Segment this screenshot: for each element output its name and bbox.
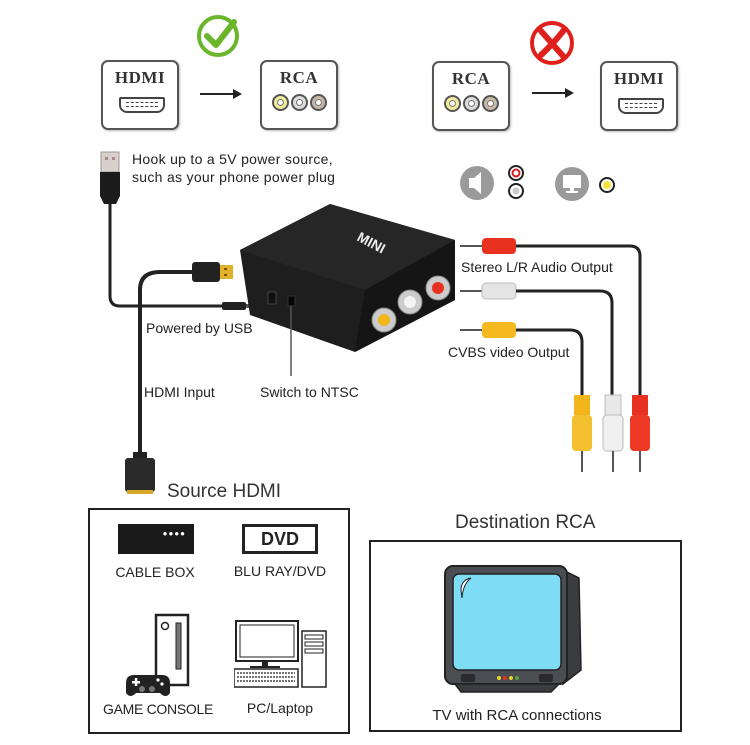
crt-tv-icon [444,565,582,693]
hdmi-port-icon [618,98,664,114]
red-rca-cable [460,238,642,400]
cvbs-output-label: CVBS video Output [448,344,570,360]
hdmi-plug-bottom [125,452,155,494]
rca-label: RCA [279,68,319,87]
stereo-output-label: Stereo L/R Audio Output [461,259,613,275]
yellow-rca-plug [572,395,592,472]
device-label: BLU RAY/DVD [233,563,327,579]
hdmi-target-card: HDMI [600,61,678,131]
arrow-right-icon [532,88,574,98]
destination-box: TV with RCA connections [369,540,682,732]
video-rca-jack-icon [599,177,615,193]
hdmi-plug-top [192,262,233,282]
speaker-icon [460,166,494,200]
hdmi-input-label: HDMI Input [144,384,215,400]
rca-target-card: RCA [260,60,338,130]
powered-by-usb-label: Powered by USB [146,320,253,336]
rca-jacks-icon [442,95,502,112]
rca-label: RCA [451,69,491,88]
usb-barrel-plug [222,302,246,310]
destination-title: Destination RCA [455,512,596,533]
x-circle-icon [530,21,574,65]
switch-ntsc-label: Switch to NTSC [260,384,359,400]
usb-power-port [267,291,277,305]
usb-cable [108,204,222,308]
ntsc-pal-switch [287,295,296,307]
cable-box-icon: ●●●● [118,524,194,554]
source-devices-box: ●●●● CABLE BOX DVD BLU RAY/DVD GAME CONS… [88,508,350,734]
power-note: Hook up to a 5V power source, such as yo… [132,150,335,186]
cable-diagram: MINI [100,151,650,494]
red-rca-plug [630,395,650,472]
hdmi-cable [138,270,192,460]
device-label: CABLE BOX [115,564,195,580]
power-note-line1: Hook up to a 5V power source, [132,151,333,167]
power-note-line2: such as your phone power plug [132,169,336,185]
white-rca-plug [602,394,624,472]
arrow-right-icon [200,89,242,99]
rca-source-card: RCA [432,61,510,131]
monitor-icon [555,167,589,201]
hdmi-label: HDMI [613,69,665,88]
white-rca-cable [460,282,614,400]
usb-plug-icon [100,151,120,204]
game-console-icon [126,613,190,696]
audio-rca-jacks-icon [508,165,524,199]
device-label: PC/Laptop [246,700,314,716]
hdmi-source-card: HDMI [101,60,179,130]
hdmi-port-icon [119,97,165,113]
pc-icon [234,620,327,688]
mini-converter-device: MINI [240,204,455,352]
dvd-icon: DVD [242,524,318,554]
rca-jacks-icon [270,94,330,111]
device-label: GAME CONSOLE [103,701,213,717]
yellow-rca-cable [460,322,584,400]
check-circle-icon [197,15,239,57]
source-title: Source HDMI [167,481,282,502]
tv-caption: TV with RCA connections [432,707,602,724]
hdmi-label: HDMI [114,68,166,87]
